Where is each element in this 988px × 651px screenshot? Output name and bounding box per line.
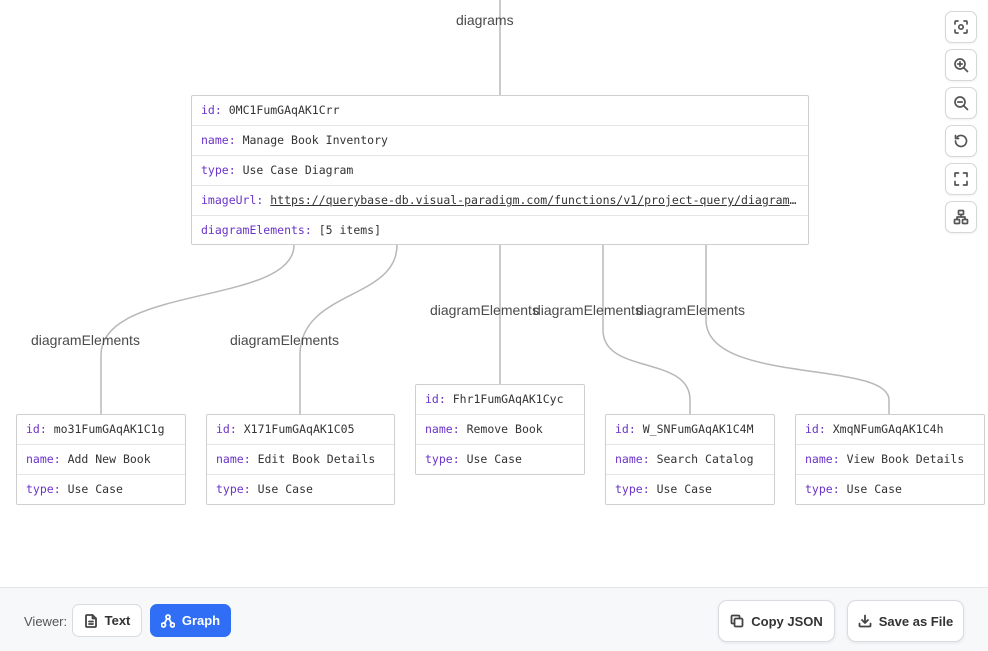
edge-child-5 xyxy=(705,245,890,414)
root-elements-row[interactable]: diagramElements: [5 items] xyxy=(201,223,382,237)
child-node-2[interactable]: id: X171FumGAqAK1C05 name: Edit Book Det… xyxy=(206,414,395,505)
child-type-row: type: Use Case xyxy=(216,482,313,496)
child-node-1[interactable]: id: mo31FumGAqAK1C1g name: Add New Book … xyxy=(16,414,186,505)
focus-button[interactable] xyxy=(945,11,977,43)
copy-icon xyxy=(730,614,744,628)
root-name-value: Manage Book Inventory xyxy=(242,133,388,147)
child-type-row: type: Use Case xyxy=(615,482,712,496)
child-name-row: name: Remove Book xyxy=(416,415,584,445)
root-name-row: name: Manage Book Inventory xyxy=(192,126,808,156)
zoom-in-icon xyxy=(954,58,969,73)
zoom-out-icon xyxy=(954,96,969,111)
edge-label-4: diagramElements xyxy=(533,302,642,318)
copy-json-label: Copy JSON xyxy=(751,613,823,629)
edge-child-2 xyxy=(299,244,398,414)
root-id-row: id: 0MC1FumGAqAK1Crr xyxy=(192,96,808,126)
graph-icon xyxy=(160,613,175,628)
root-node[interactable]: id: 0MC1FumGAqAK1Crr name: Manage Book I… xyxy=(191,95,809,245)
child-id-row: id: XmqNFumGAqAK1C4h xyxy=(796,415,984,445)
reset-icon xyxy=(954,134,968,148)
child-type-row: type: Use Case xyxy=(26,482,123,496)
reset-view-button[interactable] xyxy=(945,125,977,157)
edge-label-5: diagramElements xyxy=(636,302,745,318)
zoom-in-button[interactable] xyxy=(945,49,977,81)
image-url-link[interactable]: https://querybase-db.visual-paradigm.com… xyxy=(270,193,808,207)
root-imageurl-row: imageUrl: https://querybase-db.visual-pa… xyxy=(192,186,808,216)
root-id-value: 0MC1FumGAqAK1Crr xyxy=(228,103,340,117)
child-type-row: type: Use Case xyxy=(425,452,522,466)
child-name-row: name: View Book Details xyxy=(796,445,984,475)
edge-label-3: diagramElements xyxy=(430,302,539,318)
elements-count: [5 items] xyxy=(318,223,382,237)
edge-label-root: diagrams xyxy=(456,12,514,28)
graph-view-button[interactable]: Graph xyxy=(150,604,231,637)
child-name-row: name: Add New Book xyxy=(17,445,185,475)
auto-layout-button[interactable] xyxy=(945,201,977,233)
child-id-row: id: X171FumGAqAK1C05 xyxy=(207,415,394,445)
download-icon xyxy=(858,614,872,628)
fullscreen-button[interactable] xyxy=(945,163,977,195)
layout-icon xyxy=(953,209,969,225)
child-id-row: id: mo31FumGAqAK1C1g xyxy=(17,415,185,445)
fullscreen-icon xyxy=(954,172,968,186)
child-name-row: name: Search Catalog xyxy=(606,445,774,475)
child-node-5[interactable]: id: XmqNFumGAqAK1C4h name: View Book Det… xyxy=(795,414,985,505)
save-file-button[interactable]: Save as File xyxy=(847,600,964,642)
child-node-3[interactable]: id: Fhr1FumGAqAK1Cyc name: Remove Book t… xyxy=(415,384,585,475)
child-name-row: name: Edit Book Details xyxy=(207,445,394,475)
graph-canvas[interactable]: diagrams diagramElements diagramElements… xyxy=(0,0,988,587)
edge-child-4 xyxy=(602,245,691,414)
zoom-out-button[interactable] xyxy=(945,87,977,119)
root-type-value: Use Case Diagram xyxy=(242,163,354,177)
root-type-row: type: Use Case Diagram xyxy=(192,156,808,186)
graph-view-label: Graph xyxy=(181,613,221,628)
child-id-row: id: Fhr1FumGAqAK1Cyc xyxy=(416,385,584,415)
text-view-button[interactable]: Text xyxy=(72,604,142,637)
edge-label-2: diagramElements xyxy=(230,332,339,348)
child-type-row: type: Use Case xyxy=(805,482,902,496)
copy-json-button[interactable]: Copy JSON xyxy=(718,600,835,642)
child-id-row: id: W_SNFumGAqAK1C4M xyxy=(606,415,774,445)
text-view-label: Text xyxy=(104,613,131,628)
save-file-label: Save as File xyxy=(878,613,954,629)
viewer-label: Viewer: xyxy=(24,614,68,629)
bottom-toolbar: Viewer: Text Graph Copy JSON Save as Fil… xyxy=(0,587,988,651)
focus-icon xyxy=(954,20,968,34)
child-node-4[interactable]: id: W_SNFumGAqAK1C4M name: Search Catalo… xyxy=(605,414,775,505)
graph-edges xyxy=(100,0,890,414)
edge-child-1 xyxy=(100,244,295,414)
edge-label-1: diagramElements xyxy=(31,332,140,348)
file-text-icon xyxy=(84,613,97,628)
